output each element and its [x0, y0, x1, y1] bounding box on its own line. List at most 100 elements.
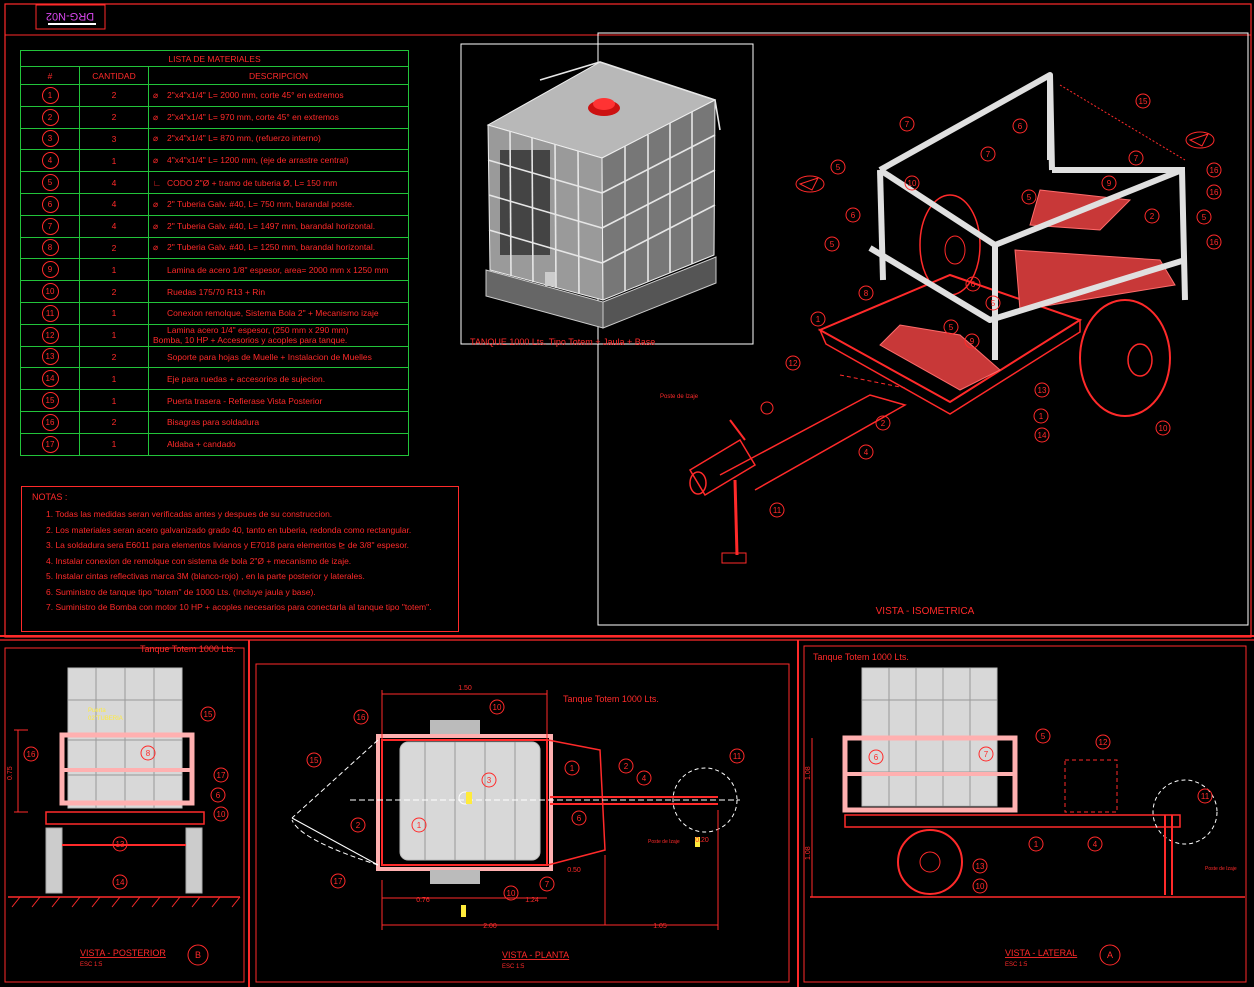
item-description: Bisagras para soldadura	[148, 410, 409, 434]
notes-title: NOTAS :	[32, 492, 68, 502]
bill-of-materials: LISTA DE MATERIALES # CANTIDAD DESCRIPCI…	[20, 50, 409, 456]
note-item: 1. Todas las medidas seran verificadas a…	[46, 509, 333, 519]
item-number-balloon: 10	[41, 283, 59, 301]
balloon-label: 10	[507, 889, 516, 898]
balloon-circle	[213, 806, 229, 822]
item-description: ⌀2" Tuberia Galv. #40, L= 1497 mm, baran…	[148, 214, 409, 238]
item-desc-text: 2"x4"x1/4" L= 2000 mm, corte 45° en extr…	[167, 89, 344, 100]
item-desc-text: Aldaba + candado	[167, 439, 236, 450]
balloon-label: 16	[1210, 238, 1219, 247]
bom-title: LISTA DE MATERIALES	[20, 50, 409, 67]
balloon-circle	[785, 355, 801, 371]
balloon-circle	[112, 836, 128, 852]
note-item: 7. Suministro de Bomba con motor 10 HP +…	[46, 602, 432, 612]
balloon-circle	[353, 709, 369, 725]
balloon-label: 2	[881, 419, 886, 428]
balloon-circle	[899, 116, 915, 132]
balloon-circle	[980, 146, 996, 162]
item-desc-text: 2" Tuberia Galv. #40, L= 1497 mm, barand…	[167, 220, 376, 231]
item-qty: 2	[79, 280, 149, 303]
item-qty: 1	[79, 389, 149, 412]
drawing-number: DRG-N02	[46, 10, 94, 22]
item-desc-text: Soporte para hojas de Muelle + Instalaci…	[167, 351, 372, 362]
balloon-label: 1	[1034, 840, 1039, 849]
balloon-label: 1	[816, 315, 821, 324]
balloon-circle	[489, 699, 505, 715]
balloon-label: 2	[356, 821, 361, 830]
iso-poste-label: Poste de Izaje	[660, 394, 699, 400]
notes-box: NOTAS : 1. Todas las medidas seran verif…	[21, 486, 459, 632]
balloon-circle	[845, 207, 861, 223]
balloon-label: 10	[908, 179, 917, 188]
balloon-circle	[1135, 93, 1151, 109]
plan-poste-label: Poste de Izaje	[648, 839, 680, 845]
plan-view-scale: ESC 1:5	[502, 964, 525, 970]
item-number-balloon: 16	[41, 413, 59, 431]
balloon-label: 15	[204, 710, 213, 719]
balloon-label: 16	[1210, 188, 1219, 197]
balloon-circle	[1028, 836, 1044, 852]
ibc-tank-3d	[485, 61, 721, 329]
balloon-circle	[1206, 162, 1222, 178]
balloon-circle	[330, 873, 346, 889]
item-symbol: ⌀	[153, 89, 159, 100]
item-symbol: ⌀	[153, 242, 159, 253]
balloon-label: 11	[733, 752, 742, 761]
drawing-number-box	[35, 4, 106, 30]
balloon-circle	[481, 772, 497, 788]
item-description: ⌀2"x4"x1/4" L= 970 mm, corte 45° en extr…	[148, 105, 409, 129]
item-qty: 2	[79, 410, 149, 434]
item-description: ⌀ 2"x4"x1/4" L= 2000 mm, corte 45° en ext…	[148, 84, 409, 107]
item-number-balloon: 11	[41, 304, 59, 322]
item-description: Puerta trasera - Refierase Vista Posteri…	[148, 389, 409, 412]
plan-tank-label: Tanque Totem 1000 Lts.	[563, 694, 659, 704]
balloon-circle	[503, 885, 519, 901]
balloon-label: 13	[116, 840, 125, 849]
panel-plan-view	[255, 663, 790, 983]
item-qty: 1	[79, 432, 149, 456]
balloon-label: 8	[864, 289, 869, 298]
item-symbol: ⌀	[153, 198, 159, 209]
balloon-label: 5	[836, 163, 841, 172]
item-symbol: ⌀	[153, 133, 159, 144]
item-desc-text: 2"x4"x1/4" L= 970 mm, corte 45° en extre…	[167, 111, 339, 122]
item-description: ⌀2" Tuberia Galv. #40, L= 1250 mm, baran…	[148, 236, 409, 260]
balloon-label: 10	[1159, 424, 1168, 433]
balloon-label: 9	[1107, 179, 1112, 188]
item-qty: 4	[79, 192, 149, 216]
balloon-label: 12	[1099, 738, 1108, 747]
balloon-label: 1	[1039, 412, 1044, 421]
bom-header-qty: CANTIDAD	[79, 66, 149, 85]
balloon-label: 10	[493, 703, 502, 712]
balloon-circle	[985, 295, 1001, 311]
balloon-circle	[769, 502, 785, 518]
balloon-circle	[1196, 209, 1212, 225]
dimension-label: 1.24	[525, 897, 539, 904]
item-qty: 2	[79, 84, 149, 107]
balloon-circle	[350, 817, 366, 833]
balloon-label: 6	[971, 280, 976, 289]
item-qty: 1	[79, 323, 149, 347]
item-qty: 4	[79, 171, 149, 194]
note-item: 5. Instalar cintas reflectivas marca 3M …	[46, 571, 365, 581]
balloon-circle	[1033, 408, 1049, 424]
balloon-circle	[978, 746, 994, 762]
panel-side-view	[803, 645, 1247, 983]
item-description: ⌀2"x4"x1/4" L= 870 mm, (refuerzo interno…	[148, 127, 409, 151]
balloon-circle	[539, 876, 555, 892]
balloon-label: 1	[570, 764, 575, 773]
item-number-balloon: 15	[41, 392, 59, 410]
tank-caption: TANQUE 1000 Lts. Tipo Totem + Jaula + Ba…	[470, 337, 655, 347]
balloon-label: 7	[1134, 154, 1139, 163]
panel-rear-view	[4, 647, 245, 983]
balloon-circle	[1095, 734, 1111, 750]
balloon-label: 5	[949, 323, 954, 332]
balloon-circle	[1034, 382, 1050, 398]
